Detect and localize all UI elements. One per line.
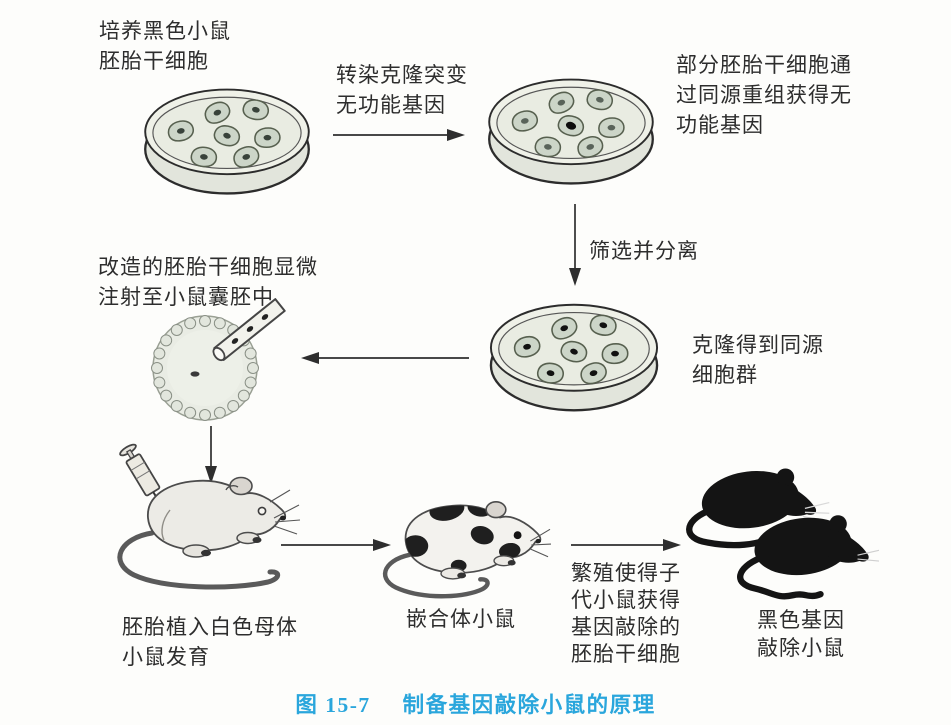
label-transfect: 转染克隆突变 无功能基因: [336, 63, 468, 117]
black-knockout-mice-illustration: [686, 468, 880, 600]
chimeric-mouse-whiskers: [530, 528, 552, 558]
blastocyst-inner-cell: [190, 371, 200, 377]
petri-dish-transfected-cells: [488, 78, 654, 185]
arrow-to-knockout: [571, 539, 681, 551]
arrow-inject-left: [301, 352, 469, 364]
label-homologous-recombination: 部分胚胎干细胞通 过同源重组获得无 功能基因: [676, 53, 852, 137]
white-mouse-whiskers: [269, 489, 301, 535]
blastocyst-cell-ring: [151, 315, 259, 421]
figure-title: 制备基因敲除小鼠的原理: [402, 693, 656, 717]
label-implant-surrogate: 胚胎植入白色母体 小鼠发育: [122, 615, 298, 669]
label-breeding: 繁殖使得子 代小鼠获得 基因敲除的 胚胎干细胞: [571, 561, 681, 666]
chimeric-mouse-nose: [535, 538, 541, 544]
arrow-to-chimera: [281, 539, 391, 551]
white-mouse-with-syringe-illustration: [117, 443, 301, 590]
blastocyst-injection-illustration: [151, 298, 286, 421]
chimeric-mouse-illustration: [382, 501, 552, 599]
arrow-screen-down: [569, 204, 581, 286]
white-mouse-tail: [117, 530, 281, 590]
label-culture-es-cells: 培养黑色小鼠 胚胎干细胞: [99, 19, 231, 73]
chimeric-mouse-tail: [382, 552, 490, 599]
figure-caption: 图 15-7 制备基因敲除小鼠的原理: [0, 688, 951, 719]
label-microinject: 改造的胚胎干细胞显微 注射至小鼠囊胚中: [98, 255, 318, 309]
micro-pipette: [212, 298, 286, 362]
black-mouse-2: [737, 515, 880, 600]
label-clone-population: 克隆得到同源 细胞群: [692, 333, 824, 387]
figure-number: 图 15-7: [295, 693, 371, 717]
white-mouse-body: [147, 479, 287, 552]
chimeric-mouse-eye: [513, 531, 522, 540]
label-screen-isolate: 筛选并分离: [589, 239, 699, 263]
arrow-transfect-right: [333, 129, 465, 141]
petri-dish-clone-population: [489, 303, 659, 412]
petri-dish-cultured-es-cells: [144, 88, 310, 195]
chimeric-mouse-ear: [485, 501, 507, 519]
label-knockout-mice: 黑色基因 敲除小鼠: [757, 608, 845, 660]
syringe: [119, 443, 166, 513]
white-mouse-eye: [257, 506, 267, 516]
white-mouse-nose: [280, 515, 286, 521]
label-chimera-mouse: 嵌合体小鼠: [406, 607, 516, 631]
black-mouse-1: [686, 468, 830, 549]
arrow-implant-down: [205, 426, 217, 484]
